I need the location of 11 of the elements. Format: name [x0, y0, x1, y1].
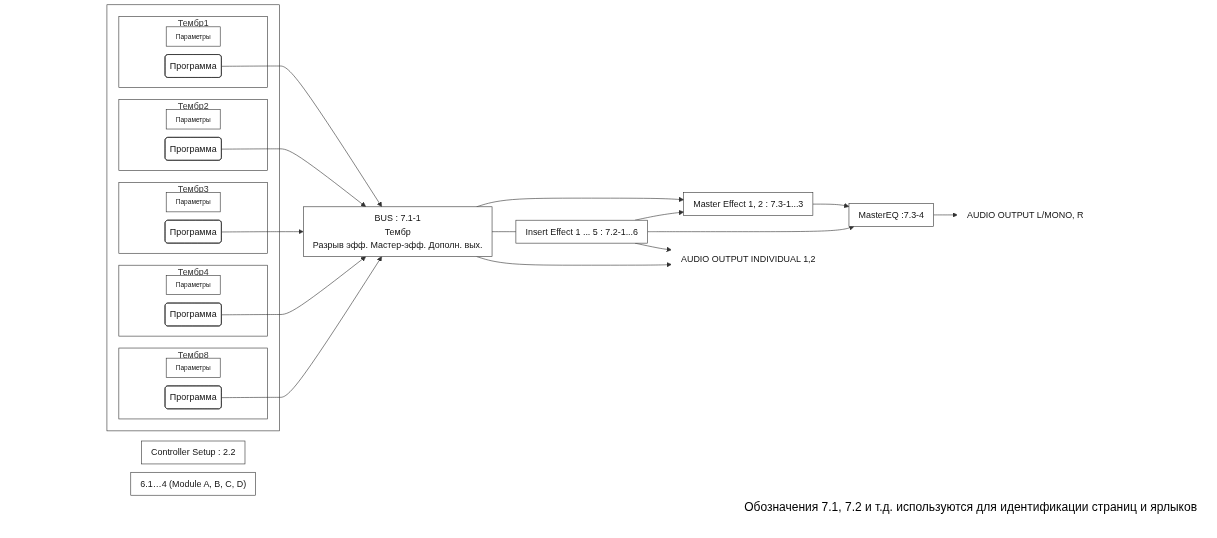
node-box: Controller Setup : 2.2: [141, 440, 246, 465]
node-box: MasterEQ :7.3-4: [848, 203, 934, 227]
connector: [491, 231, 517, 232]
cluster: [106, 4, 280, 432]
node-box: Master Effect 1, 2 : 7.3-1...3: [683, 192, 814, 216]
node-box: 6.1…4 (Module A, B, C, D): [130, 472, 256, 496]
node-text: AUDIO OUTPUT INDIVIDUAL 1,2: [680, 253, 816, 264]
node-text: AUDIO OUTPUT L/MONO, R: [966, 209, 1084, 220]
node-box: Insert Effect 1 ... 5 : 7.2-1...6: [515, 219, 648, 244]
node-box: BUS : 7.1-1 Тембр Разрыв эфф. Мастер-эфф. Дополн. вых.: [303, 206, 493, 257]
note-text: Обозначения 7.1, 7.2 и т.д. используются для идентификации страниц и ярлыков: [743, 500, 1197, 514]
